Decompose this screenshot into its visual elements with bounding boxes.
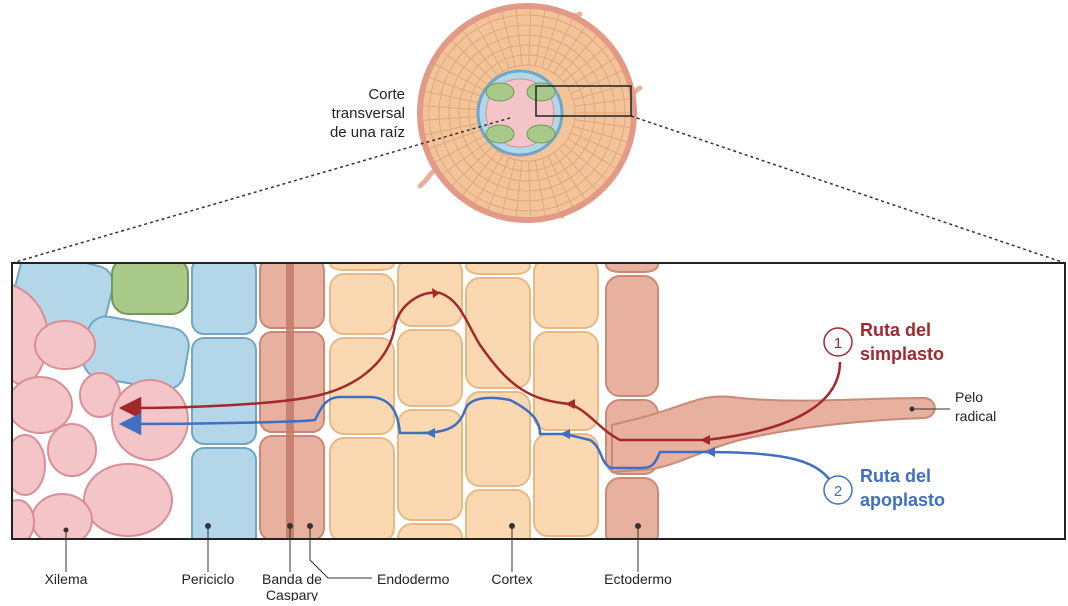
caption-line-2: transversal <box>332 105 405 122</box>
label-xilema: Xilema <box>45 571 88 587</box>
cortex-cell <box>330 438 394 542</box>
label-periciclo: Periciclo <box>182 571 235 587</box>
caption-line-3: de una raíz <box>330 124 405 141</box>
zoom-line-left <box>12 118 510 263</box>
label-banda-line1: Banda de <box>262 571 322 587</box>
pericycle-cell <box>192 448 256 548</box>
cortex-cell <box>534 258 598 328</box>
bottom-labels: Xilema Periciclo Banda de Caspary Endode… <box>45 571 672 601</box>
cortex-cell <box>466 278 530 388</box>
label-ectodermo: Ectodermo <box>604 571 672 587</box>
xylem-tissue <box>2 248 192 546</box>
symplast-title-line1: Ruta del <box>860 320 931 340</box>
cortex-cell <box>534 434 598 536</box>
cross-section-caption: Corte transversal de una raíz <box>330 86 405 141</box>
ectodermis-cell <box>606 258 658 272</box>
root-hair-label-line2: radical <box>955 408 996 424</box>
ectodermis-cell <box>606 478 658 548</box>
pericycle-cell <box>192 338 256 444</box>
ectodermis-cell <box>606 276 658 396</box>
phloem-bundle <box>486 83 514 101</box>
apoplast-title-line1: Ruta del <box>860 466 931 486</box>
label-endodermo: Endodermo <box>377 571 450 587</box>
phloem-bundle <box>527 125 555 143</box>
cortex-cell <box>398 330 462 406</box>
label-banda-line2: Caspary <box>266 587 318 601</box>
cortex-cell <box>466 258 530 274</box>
ectodermis-tissue <box>606 258 658 548</box>
cortex-cell <box>330 274 394 334</box>
phloem-bundle <box>486 125 514 143</box>
label-cortex: Cortex <box>491 571 532 587</box>
pericycle-cell <box>192 258 256 334</box>
root-cross-section <box>417 3 640 223</box>
caption-line-1: Corte <box>368 86 405 103</box>
zoom-line-right <box>631 116 1065 263</box>
symplast-title-line2: simplasto <box>860 344 944 364</box>
cortex-cell <box>466 490 530 550</box>
route-2-number: 2 <box>834 483 842 500</box>
route-1-number: 1 <box>834 335 842 352</box>
apoplast-title-line2: apoplasto <box>860 490 945 510</box>
root-hair-label-line1: Pelo <box>955 389 983 405</box>
